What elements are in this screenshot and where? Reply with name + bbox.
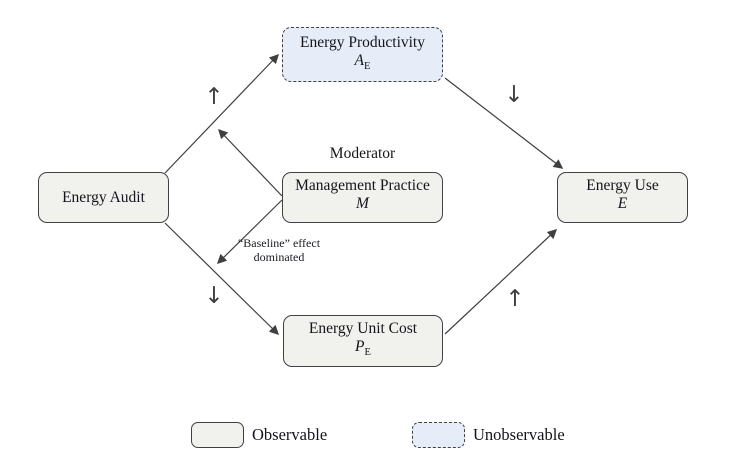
node-energy-unit-cost-label: Energy Unit Cost [308, 320, 418, 338]
legend-observable-label: Observable [252, 425, 328, 444]
baseline-effect-annotation: “Baseline” effect dominated [223, 236, 335, 264]
baseline-effect-line2: dominated [253, 249, 305, 264]
node-management-practice-label: Management Practice [295, 176, 430, 194]
moderator-label: Moderator [329, 145, 396, 162]
node-energy-use-symbol: E [617, 194, 628, 212]
node-management-practice-symbol: M [356, 194, 369, 212]
node-energy-unit-cost: Energy Unit Cost PE [283, 315, 443, 367]
node-energy-audit: Energy Audit [38, 172, 169, 223]
baseline-effect-line1: “Baseline” effect [237, 236, 321, 250]
sign-down-arrow-productivity-use: ↓ [504, 82, 524, 108]
sign-up-arrow-unit-cost-use: ↑ [505, 286, 525, 312]
edge-unit-cost-to-use [444, 229, 558, 335]
node-energy-use-label: Energy Use [586, 176, 659, 194]
sign-up-arrow-audit-productivity: ↑ [204, 84, 224, 110]
legend-observable-swatch [191, 422, 244, 448]
sign-down-arrow-audit-unit-cost: ↓ [204, 283, 224, 309]
node-energy-productivity: Energy Productivity AE [282, 27, 443, 82]
node-energy-productivity-symbol: AE [354, 51, 371, 73]
node-energy-productivity-label: Energy Productivity [300, 33, 425, 51]
node-energy-use: Energy Use E [557, 172, 688, 223]
node-management-practice: Management Practice M [282, 172, 443, 223]
edge-moderator-to-upper-path [218, 128, 283, 197]
edge-audit-to-productivity [164, 53, 279, 174]
node-energy-unit-cost-symbol: PE [355, 338, 371, 359]
node-energy-audit-label: Energy Audit [62, 189, 145, 206]
legend-unobservable-label: Unobservable [473, 425, 565, 444]
legend-unobservable-swatch [412, 422, 465, 448]
